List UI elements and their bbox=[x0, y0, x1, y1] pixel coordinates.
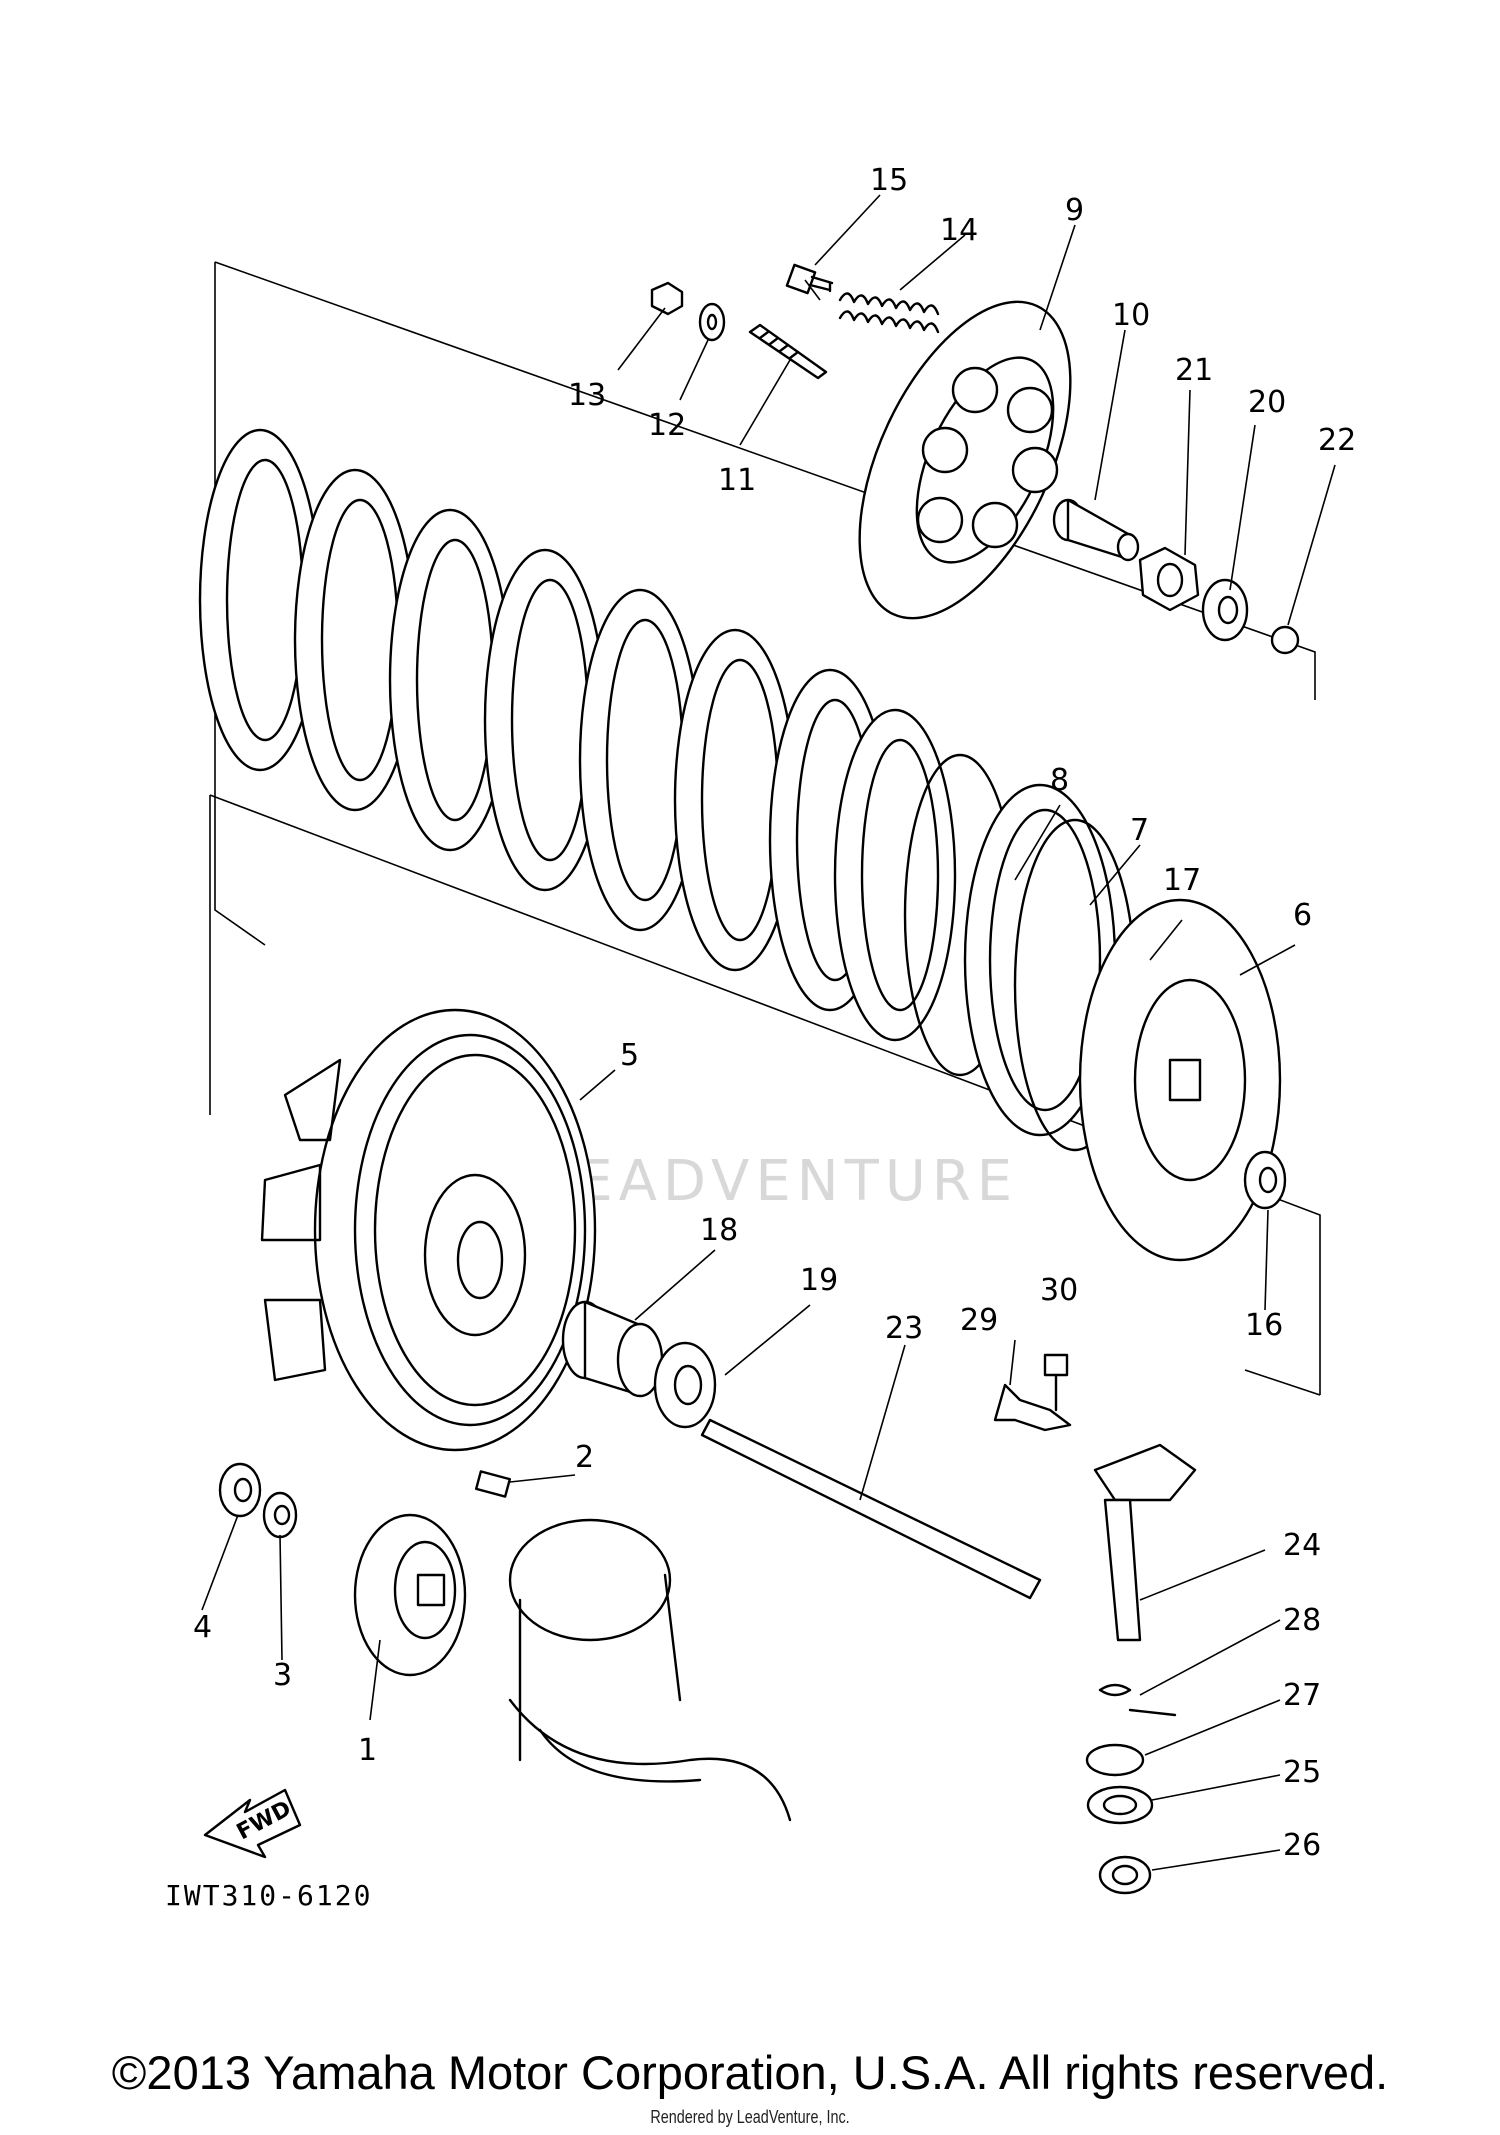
spring-part-28[interactable] bbox=[1098, 1683, 1177, 1717]
spring-part-14[interactable] bbox=[838, 292, 940, 334]
callout-13: 13 bbox=[568, 378, 606, 413]
callout-17: 17 bbox=[1163, 863, 1201, 898]
clutch-plate-stack[interactable] bbox=[198, 428, 957, 1042]
callout-3: 3 bbox=[273, 1658, 292, 1693]
callout-29: 29 bbox=[960, 1303, 998, 1338]
push-rod-part-23[interactable] bbox=[700, 1418, 1042, 1600]
stud-part-11[interactable] bbox=[748, 323, 828, 380]
crankshaft bbox=[508, 1518, 792, 1822]
callout-7: 7 bbox=[1130, 813, 1149, 848]
drawing-code: IWT310-6120 bbox=[165, 1879, 372, 1912]
callout-11: 11 bbox=[718, 463, 756, 498]
callout-22: 22 bbox=[1318, 423, 1356, 458]
washer-part-12[interactable] bbox=[698, 302, 726, 342]
copyright-notice: ©2013 Yamaha Motor Corporation, U.S.A. A… bbox=[111, 2046, 1389, 2099]
callout-28: 28 bbox=[1283, 1603, 1321, 1638]
primary-drive-gear-part-1[interactable] bbox=[353, 1513, 467, 1677]
callout-labels: 1 2 3 4 5 6 7 8 9 10 11 12 13 14 15 16 1… bbox=[193, 163, 1356, 1863]
leader-lines bbox=[201, 194, 1336, 1871]
ball-part-22[interactable] bbox=[1270, 625, 1300, 655]
callout-12: 12 bbox=[648, 408, 686, 443]
callout-9: 9 bbox=[1065, 193, 1084, 228]
bolt-part-15[interactable] bbox=[785, 263, 834, 295]
callout-8: 8 bbox=[1050, 763, 1069, 798]
bolt-part-30[interactable] bbox=[1043, 1353, 1069, 1412]
push-lever-shaft-part-24[interactable] bbox=[1093, 1443, 1197, 1642]
callout-10: 10 bbox=[1112, 298, 1150, 333]
callout-5: 5 bbox=[620, 1038, 639, 1073]
callout-19: 19 bbox=[800, 1263, 838, 1298]
clutch-housing-part-5[interactable] bbox=[260, 1008, 597, 1452]
callout-18: 18 bbox=[700, 1213, 738, 1248]
callout-6: 6 bbox=[1293, 898, 1312, 933]
callout-26: 26 bbox=[1283, 1828, 1321, 1863]
callout-21: 21 bbox=[1175, 353, 1213, 388]
callout-30: 30 bbox=[1040, 1273, 1078, 1308]
bracket-part-29[interactable] bbox=[993, 1383, 1072, 1432]
rendered-by-note: Rendered by LeadVenture, Inc. bbox=[650, 2107, 850, 2127]
callout-23: 23 bbox=[885, 1311, 923, 1346]
watermark: LEADVENTURE bbox=[540, 1149, 1018, 1214]
washer-part-19[interactable] bbox=[653, 1341, 717, 1429]
callout-20: 20 bbox=[1248, 385, 1286, 420]
callout-15: 15 bbox=[870, 163, 908, 198]
pressure-plate-part-9[interactable] bbox=[816, 270, 1114, 650]
callout-14: 14 bbox=[940, 213, 978, 248]
assembly-outline bbox=[209, 261, 1321, 1396]
lock-washer-part-20[interactable] bbox=[1201, 578, 1249, 642]
callout-16: 16 bbox=[1245, 1308, 1283, 1343]
clutch-boss-part-6[interactable] bbox=[1078, 898, 1282, 1262]
nut-part-4[interactable] bbox=[218, 1462, 262, 1518]
callout-24: 24 bbox=[1283, 1528, 1321, 1563]
callout-2: 2 bbox=[575, 1440, 594, 1475]
washer-part-27[interactable] bbox=[1085, 1743, 1145, 1777]
nut-part-21[interactable] bbox=[1138, 546, 1200, 612]
bearing-part-26[interactable] bbox=[1098, 1855, 1152, 1895]
spacer-part-18[interactable] bbox=[561, 1300, 664, 1398]
washer-part-16[interactable] bbox=[1243, 1150, 1287, 1210]
callout-4: 4 bbox=[193, 1610, 212, 1645]
seal-part-25[interactable] bbox=[1086, 1785, 1154, 1825]
callout-1: 1 bbox=[358, 1733, 377, 1768]
forward-direction-arrow: FWD bbox=[203, 1788, 302, 1859]
nut-part-13[interactable] bbox=[650, 281, 684, 316]
washer-part-3[interactable] bbox=[262, 1491, 298, 1539]
callout-27: 27 bbox=[1283, 1678, 1321, 1713]
push-piece-part-10[interactable] bbox=[1052, 498, 1140, 562]
key-part-2[interactable] bbox=[474, 1470, 512, 1498]
callout-25: 25 bbox=[1283, 1755, 1321, 1790]
